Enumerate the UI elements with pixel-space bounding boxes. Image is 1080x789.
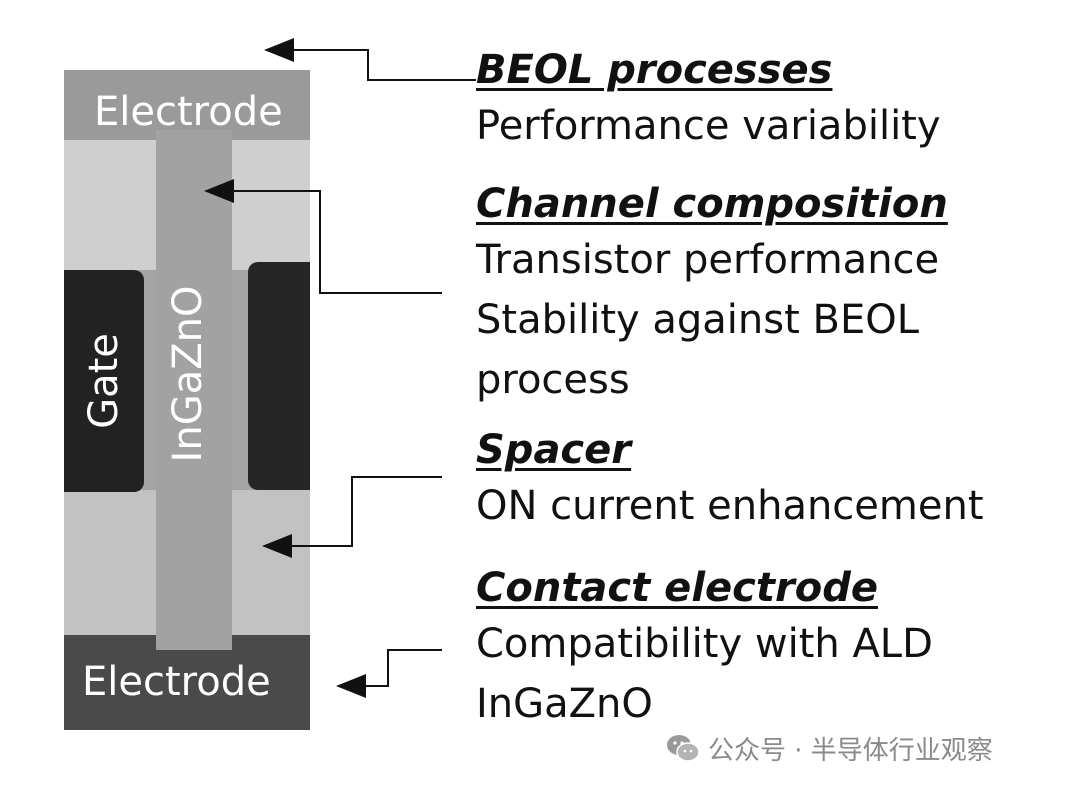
contact-heading: Contact electrode [476,565,878,611]
electrode-top-label: Electrode [94,89,283,135]
bottom-electrode-region [64,635,310,730]
spacer-heading: Spacer [476,427,631,473]
contact-line: Compatibility with ALD [476,621,933,667]
channel-arrowhead [204,179,234,203]
contact-connector-line [362,649,442,687]
channel-line: Transistor performance [476,237,940,283]
spacer-line: ON current enhancement [476,483,984,529]
channel-heading: Channel composition [476,181,948,227]
beol-line: Performance variability [476,103,941,149]
wechat-icon [667,735,700,762]
beol-arrowhead [264,38,294,62]
spacer-arrowhead [262,534,292,558]
contact-arrowhead [336,674,366,698]
annotation-contact-electrode: Contact electrode Compatibility with ALD… [476,562,933,734]
spacer-connector-line [290,476,442,547]
contact-line: InGaZnO [476,681,653,727]
channel-line: Stability against BEOL [476,297,919,343]
ingazno-channel-region [156,130,232,650]
annotation-spacer: Spacer ON current enhancement [476,424,984,536]
beol-heading: BEOL processes [476,47,833,93]
gate-right-region [248,262,310,490]
tem-cross-section-image: Electrode Electrode Gate InGaZnO [64,70,310,730]
beol-connector-line [292,49,476,81]
top-electrode-region [64,70,310,140]
channel-line: process [476,357,630,403]
watermark-text: 公众号 · 半导体行业观察 [708,735,993,766]
annotation-channel-composition: Channel composition Transistor performan… [476,178,948,410]
electrode-bottom-label: Electrode [82,659,271,705]
watermark: 公众号 · 半导体行业观察 [666,728,993,768]
channel-connector-line [232,190,442,294]
annotation-beol: BEOL processes Performance variability [476,44,941,156]
gate-left-region [64,270,144,492]
